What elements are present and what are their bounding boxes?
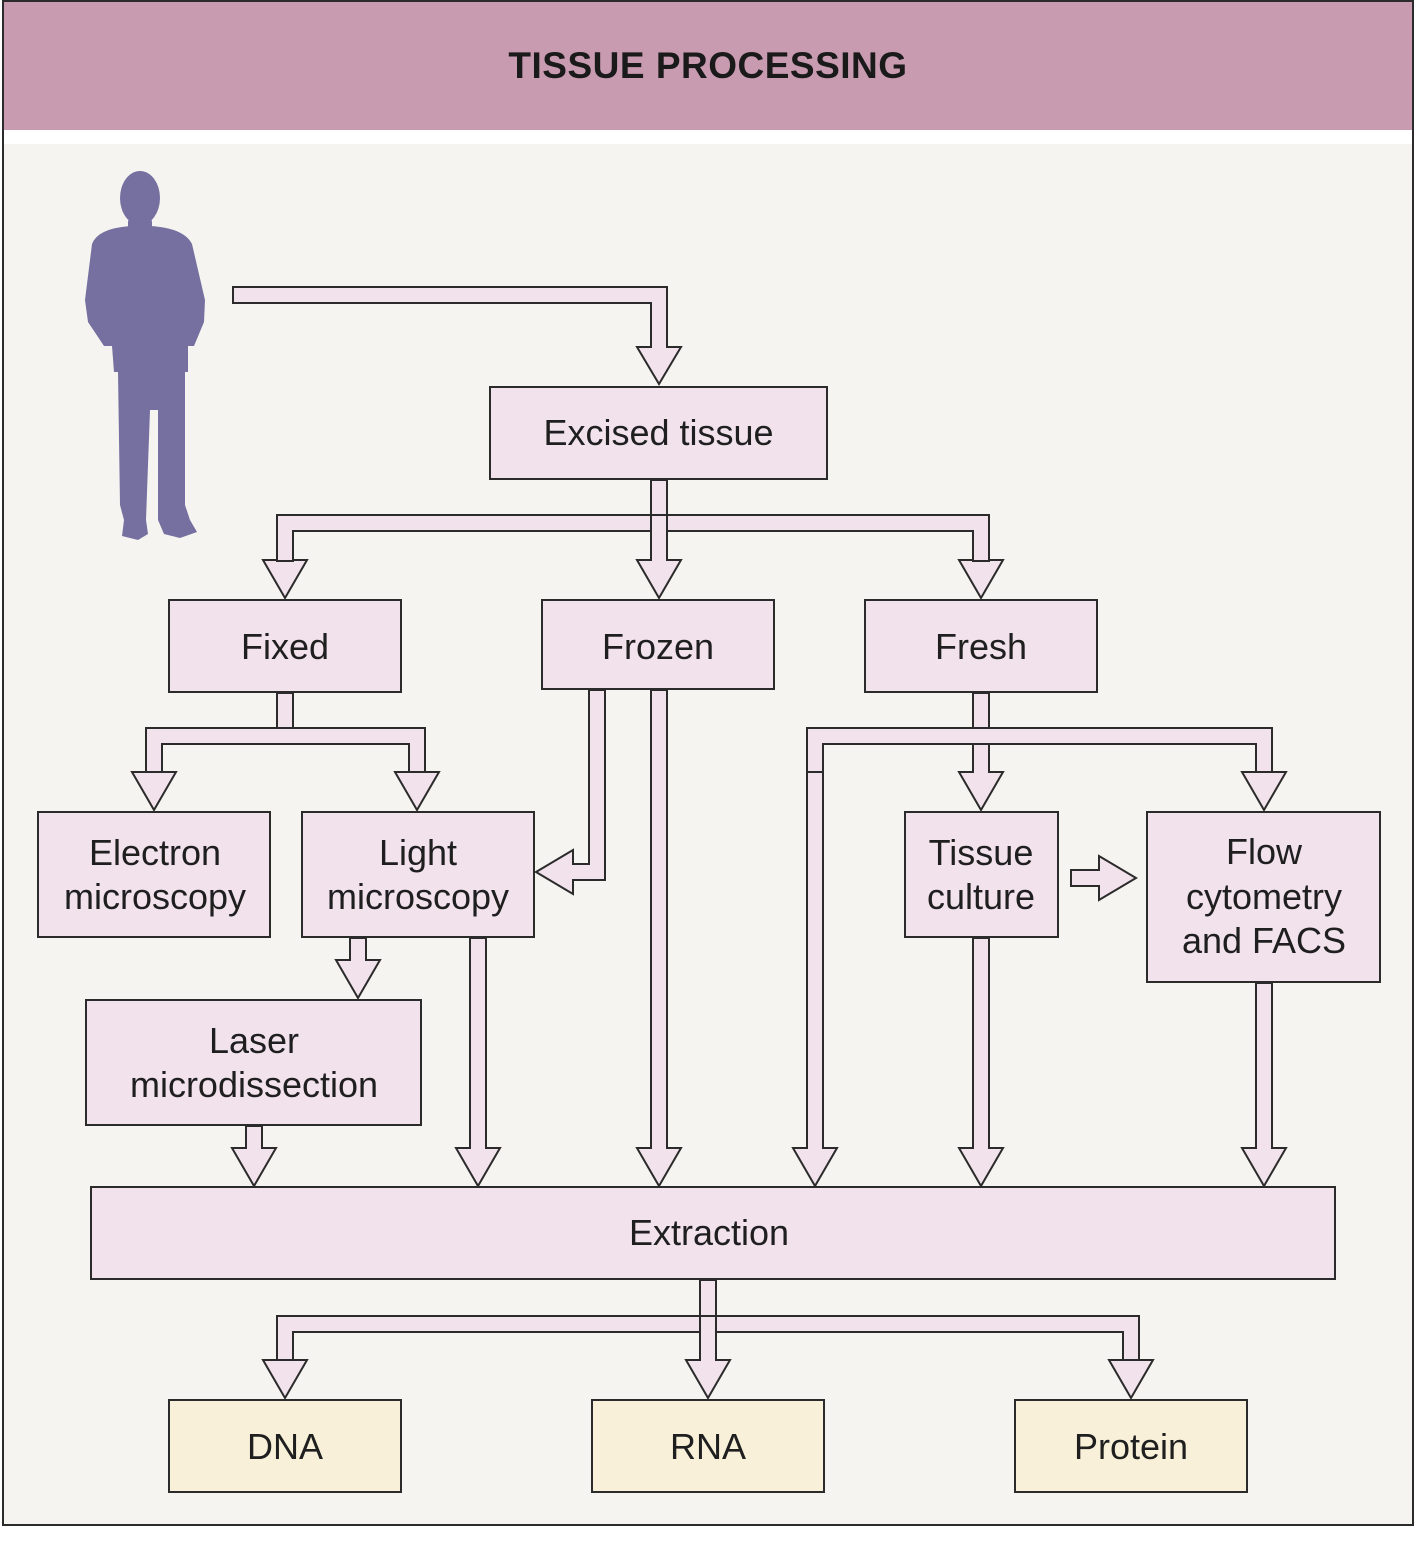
label-dna: DNA — [247, 1426, 323, 1467]
diagram-title: TISSUE PROCESSING — [508, 45, 908, 86]
connector-excised-bus — [276, 514, 990, 563]
arrow-to-tissue-culture — [957, 743, 1005, 812]
arrow-to-fresh — [957, 559, 1005, 600]
arrow-to-frozen — [635, 514, 683, 600]
box-excised-tissue: Excised tissue — [489, 386, 828, 480]
label-frozen: Frozen — [602, 626, 714, 667]
box-electron-microscopy: Electron microscopy — [37, 811, 271, 938]
arrow-to-laser — [334, 937, 382, 1000]
label-laser-line2: microdissection — [130, 1064, 378, 1105]
connector-extraction-stem — [699, 1279, 717, 1317]
arrow-fresh-to-extraction — [791, 771, 839, 1188]
arrow-layer — [130, 286, 1288, 1400]
label-flow-line1: Flow — [1226, 831, 1303, 872]
label-excised-tissue: Excised tissue — [543, 412, 773, 453]
arrow-frozen-to-light — [534, 689, 606, 896]
header-banner: TISSUE PROCESSING — [4, 2, 1412, 130]
label-electron-line1: Electron — [89, 832, 221, 873]
arrow-to-fixed — [261, 559, 309, 600]
arrow-to-electron — [130, 771, 178, 812]
label-flow-line3: and FACS — [1182, 920, 1346, 961]
arrow-patient-to-excised — [232, 286, 683, 386]
arrow-light-to-extraction — [454, 937, 502, 1188]
box-light-microscopy: Light microscopy — [301, 811, 535, 938]
arrow-to-light — [393, 771, 441, 812]
arrow-laser-to-extraction — [230, 1125, 278, 1188]
label-tissue-culture-line2: culture — [927, 876, 1035, 917]
box-dna: DNA — [168, 1399, 402, 1493]
label-light-line1: Light — [379, 832, 457, 873]
label-fixed: Fixed — [241, 626, 329, 667]
label-tissue-culture-line1: Tissue — [929, 832, 1034, 873]
arrow-to-rna — [684, 1315, 732, 1400]
box-tissue-culture: Tissue culture — [904, 811, 1059, 938]
label-extraction: Extraction — [629, 1212, 789, 1253]
box-rna: RNA — [591, 1399, 825, 1493]
arrow-culture-to-flow — [1070, 854, 1138, 902]
label-electron-line2: microscopy — [64, 876, 246, 917]
arrow-to-dna — [261, 1359, 309, 1400]
box-extraction: Extraction — [90, 1186, 1336, 1280]
connector-fresh-bus — [806, 727, 1273, 775]
header-divider — [4, 130, 1412, 144]
box-protein: Protein — [1014, 1399, 1248, 1493]
label-light-line2: microscopy — [327, 876, 509, 917]
box-flow-cytometry: Flow cytometry and FACS — [1146, 811, 1381, 983]
box-laser-microdissection: Laser microdissection — [85, 999, 422, 1126]
label-fresh: Fresh — [935, 626, 1027, 667]
box-fixed: Fixed — [168, 599, 402, 693]
arrow-to-protein — [1107, 1359, 1155, 1400]
label-laser-line1: Laser — [209, 1020, 299, 1061]
label-flow-line2: cytometry — [1186, 876, 1342, 917]
label-protein: Protein — [1074, 1426, 1188, 1467]
arrow-frozen-to-extraction — [635, 689, 683, 1188]
arrow-flow-to-extraction — [1240, 982, 1288, 1188]
connector-excised-stem — [650, 479, 668, 516]
connector-fixed-stem — [276, 692, 294, 729]
arrow-culture-to-extraction — [957, 937, 1005, 1188]
label-rna: RNA — [670, 1426, 746, 1467]
arrow-to-flow — [1240, 771, 1288, 812]
connector-fresh-stem — [972, 692, 990, 729]
box-fresh: Fresh — [864, 599, 1098, 693]
person-icon — [85, 171, 205, 540]
box-frozen: Frozen — [541, 599, 775, 690]
connector-fixed-bus — [145, 727, 426, 775]
